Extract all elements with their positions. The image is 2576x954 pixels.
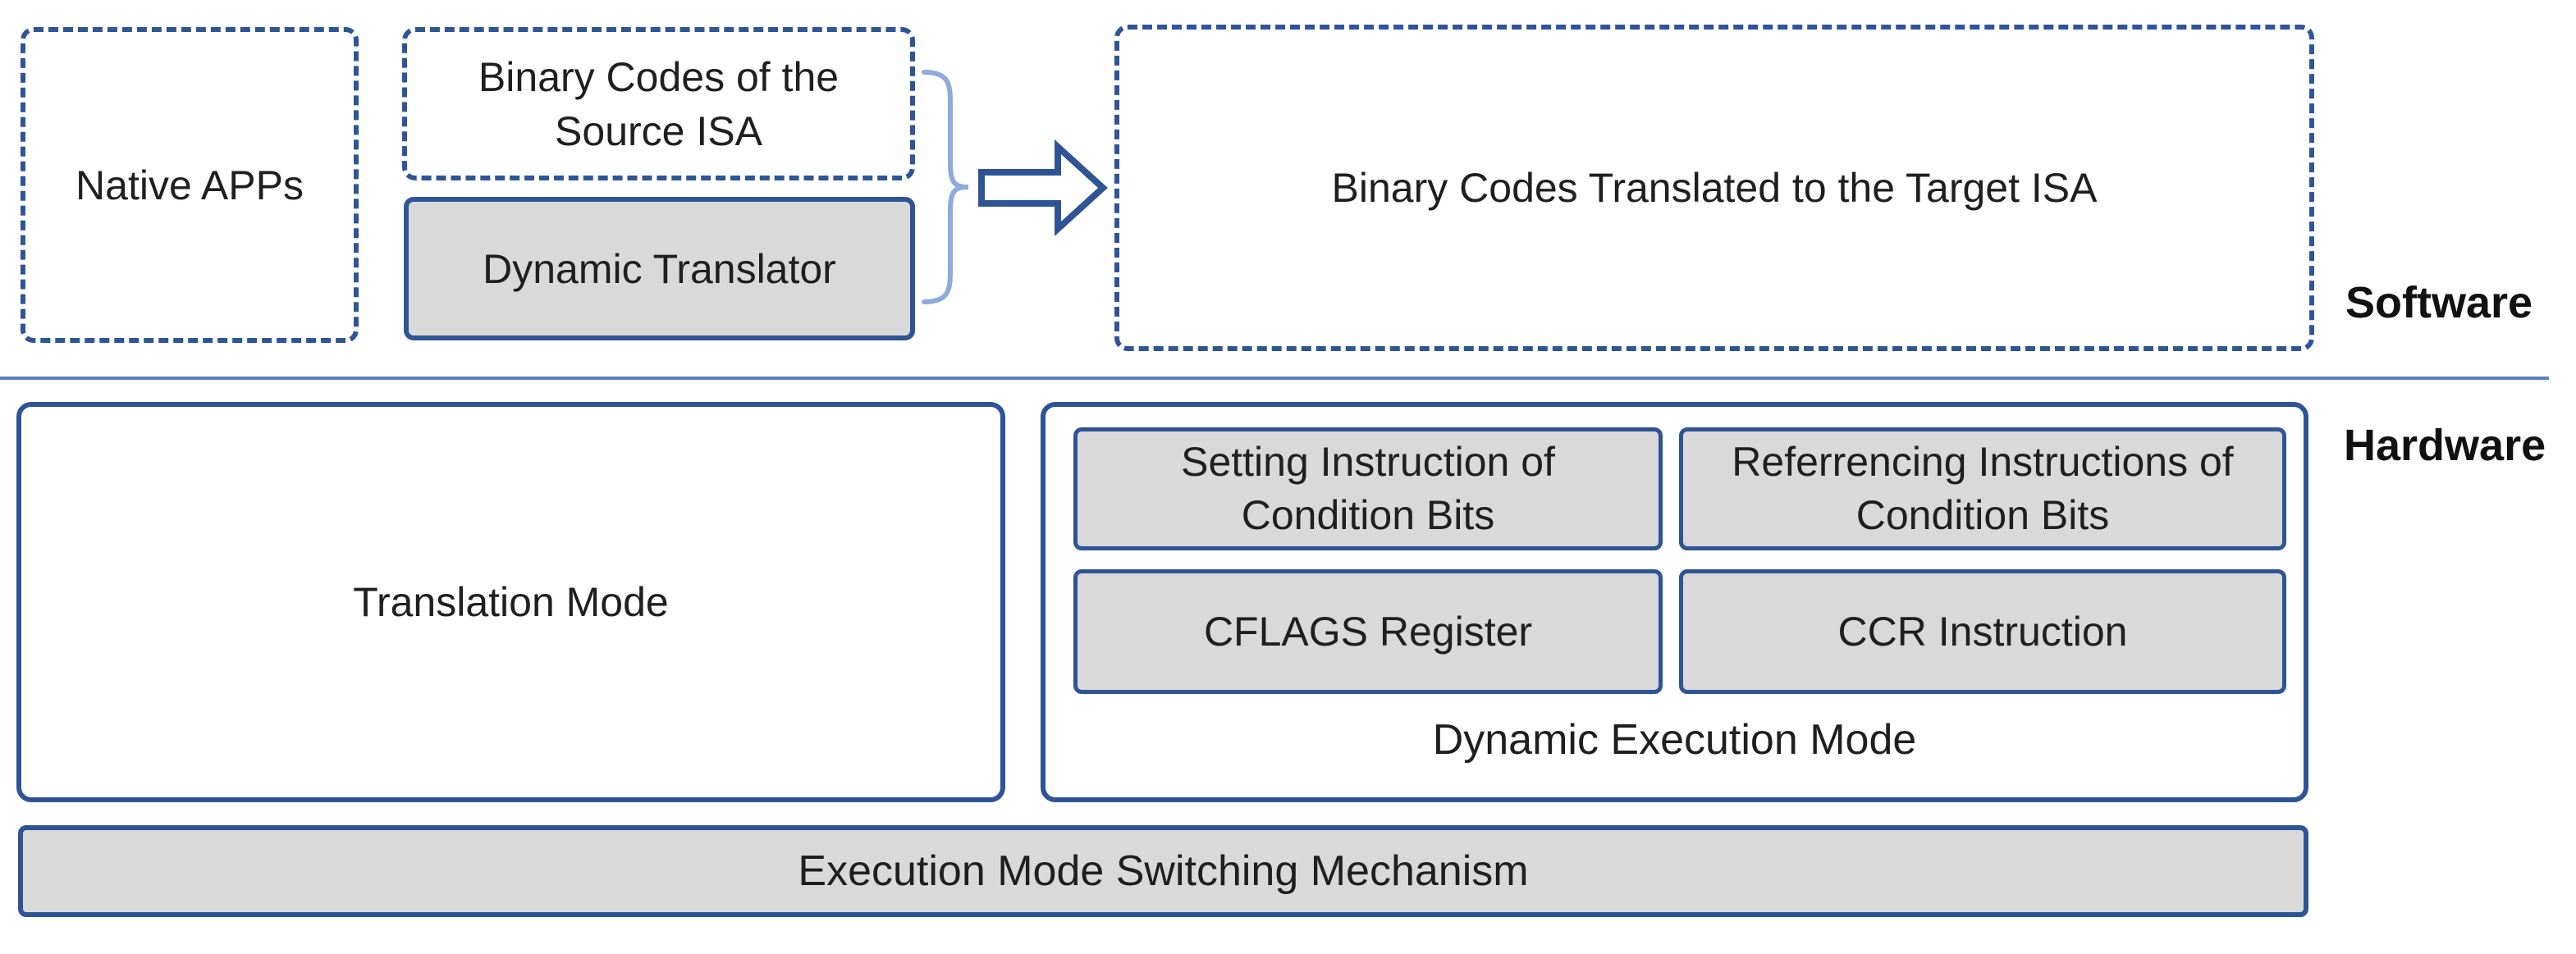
execution-mode-switching-bar: Execution Mode Switching Mechanism — [18, 825, 2308, 917]
translation-mode-label: Translation Mode — [353, 579, 669, 625]
dynamic-translator-box: Dynamic Translator — [404, 197, 915, 340]
target-isa-label: Binary Codes Translated to the Target IS… — [1331, 165, 2098, 211]
cflags-register-label: CFLAGS Register — [1203, 608, 1533, 655]
dynamic-execution-mode-box: Setting Instruction of Condition Bits Re… — [1041, 402, 2308, 802]
software-layer-label: Software — [2345, 278, 2533, 327]
native-apps-box: Native APPs — [21, 27, 359, 343]
referencing-instructions-label: Referrencing Instructions of Condition B… — [1732, 439, 2234, 538]
dynamic-translator-label: Dynamic Translator — [483, 245, 836, 292]
native-apps-label: Native APPs — [75, 162, 304, 208]
referencing-instructions-box: Referrencing Instructions of Condition B… — [1679, 427, 2286, 550]
software-hardware-divider — [0, 377, 2549, 380]
hardware-layer-label: Hardware — [2344, 421, 2546, 470]
translation-mode-box: Translation Mode — [16, 402, 1005, 802]
ccr-instruction-box: CCR Instruction — [1679, 569, 2286, 694]
right-block-arrow-icon — [977, 136, 1110, 240]
cflags-register-box: CFLAGS Register — [1073, 569, 1663, 694]
source-isa-box: Binary Codes of the Source ISA — [402, 27, 915, 180]
curly-brace-icon — [917, 67, 973, 307]
source-isa-label: Binary Codes of the Source ISA — [478, 53, 840, 154]
dynamic-execution-mode-title: Dynamic Execution Mode — [1432, 716, 1917, 764]
execution-mode-switching-label: Execution Mode Switching Mechanism — [798, 847, 1529, 895]
target-isa-box: Binary Codes Translated to the Target IS… — [1114, 25, 2314, 351]
setting-instruction-label: Setting Instruction of Condition Bits — [1181, 439, 1555, 538]
ccr-instruction-label: CCR Instruction — [1837, 608, 2128, 655]
setting-instruction-box: Setting Instruction of Condition Bits — [1073, 427, 1663, 550]
